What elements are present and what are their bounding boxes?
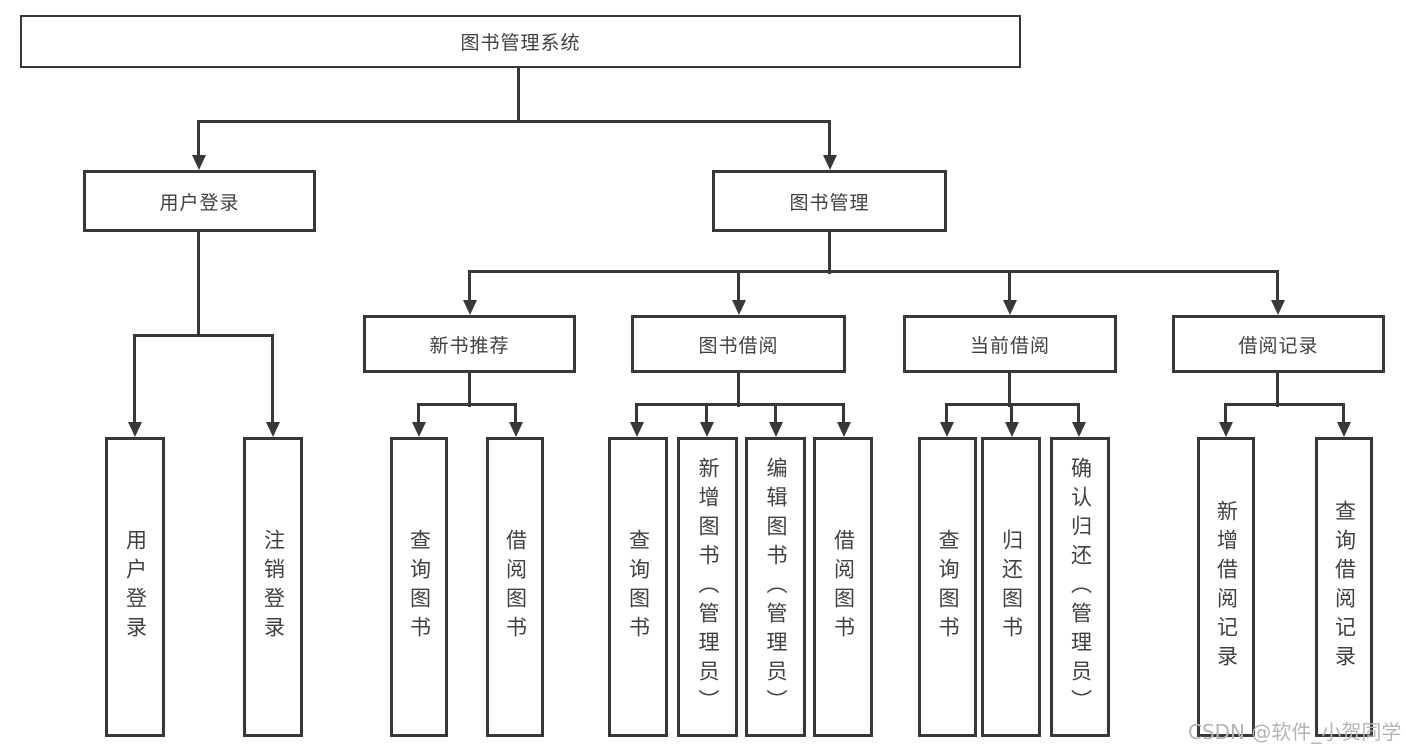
node-book-management: 图书管理 bbox=[712, 170, 947, 232]
connector-newbook-bus bbox=[417, 403, 517, 406]
arrow-down-icon bbox=[509, 422, 523, 437]
arrow-down-icon bbox=[266, 422, 280, 437]
leaf-user-login: 用户登录 bbox=[105, 437, 165, 737]
connector-root-drop-left bbox=[197, 120, 200, 158]
leaf-nb-borrow-books-label: 借阅图书 bbox=[503, 529, 528, 645]
arrow-down-icon bbox=[700, 422, 714, 437]
connector-userlogin-drop-2 bbox=[271, 334, 274, 424]
node-new-book-recommend: 新书推荐 bbox=[363, 315, 576, 373]
arrow-down-icon bbox=[630, 422, 644, 437]
connector-currentborrow-drop-2 bbox=[1010, 403, 1013, 425]
leaf-logout: 注销登录 bbox=[243, 437, 303, 737]
node-current-borrow: 当前借阅 bbox=[903, 315, 1117, 373]
arrow-down-icon bbox=[128, 422, 142, 437]
connector-bookmgmt-drop-3 bbox=[1008, 270, 1011, 302]
connector-bookmgmt-stem bbox=[828, 230, 831, 274]
leaf-br-add-record: 新增借阅记录 bbox=[1197, 437, 1255, 737]
leaf-cb-return-books-label: 归还图书 bbox=[999, 529, 1024, 645]
connector-records-drop-2 bbox=[1342, 403, 1345, 425]
arrow-down-icon bbox=[1219, 422, 1233, 437]
leaf-bb-borrow-books-label: 借阅图书 bbox=[831, 529, 856, 645]
arrow-down-icon bbox=[837, 422, 851, 437]
connector-records-bus bbox=[1224, 403, 1345, 406]
leaf-bb-edit-books-admin-label: 编辑图书（管理员） bbox=[764, 456, 788, 718]
leaf-logout-label: 注销登录 bbox=[261, 529, 286, 645]
leaf-br-add-record-label: 新增借阅记录 bbox=[1214, 500, 1239, 674]
arrow-down-icon bbox=[823, 155, 837, 170]
arrow-down-icon bbox=[1271, 300, 1285, 315]
leaf-bb-edit-books-admin: 编辑图书（管理员） bbox=[745, 437, 806, 737]
leaf-cb-query-books-label: 查询图书 bbox=[936, 529, 960, 645]
arrow-down-icon bbox=[732, 300, 746, 315]
connector-root-drop-right bbox=[828, 120, 831, 158]
arrow-down-icon bbox=[463, 300, 477, 315]
connector-bookmgmt-drop-2 bbox=[737, 270, 740, 302]
node-new-book-recommend-label: 新书推荐 bbox=[429, 334, 510, 357]
connector-bookmgmt-drop-1 bbox=[468, 270, 471, 302]
connector-currentborrow-drop-3 bbox=[1077, 403, 1080, 425]
leaf-bb-borrow-books: 借阅图书 bbox=[813, 437, 873, 737]
connector-bookborrow-drop-4 bbox=[842, 403, 845, 425]
connector-userlogin-stem bbox=[197, 230, 200, 337]
node-borrow-records: 借阅记录 bbox=[1172, 315, 1385, 373]
arrow-down-icon bbox=[412, 422, 426, 437]
node-user-login: 用户登录 bbox=[83, 170, 316, 232]
arrow-down-icon bbox=[1005, 422, 1019, 437]
node-current-borrow-label: 当前借阅 bbox=[969, 334, 1050, 357]
connector-bookborrow-bus bbox=[635, 403, 845, 406]
leaf-nb-query-books-label: 查询图书 bbox=[407, 529, 432, 645]
leaf-bb-query-books: 查询图书 bbox=[608, 437, 668, 737]
leaf-user-login-label: 用户登录 bbox=[123, 529, 148, 645]
connector-records-drop-1 bbox=[1224, 403, 1227, 425]
connector-currentborrow-drop-1 bbox=[945, 403, 948, 425]
connector-bookborrow-stem bbox=[737, 371, 740, 407]
connector-userlogin-bus bbox=[133, 334, 274, 337]
arrow-down-icon bbox=[1072, 422, 1086, 437]
node-user-login-label: 用户登录 bbox=[159, 191, 240, 214]
leaf-nb-query-books: 查询图书 bbox=[390, 437, 448, 737]
watermark-text: CSDN @软件_小贺同学 bbox=[1188, 720, 1402, 744]
leaf-nb-borrow-books: 借阅图书 bbox=[486, 437, 544, 737]
arrow-down-icon bbox=[1337, 422, 1351, 437]
leaf-cb-confirm-return-admin-label: 确认归还（管理员） bbox=[1068, 456, 1093, 718]
connector-currentborrow-stem bbox=[1008, 371, 1011, 407]
node-borrow-records-label: 借阅记录 bbox=[1238, 334, 1319, 357]
node-root: 图书管理系统 bbox=[20, 15, 1021, 68]
arrow-down-icon bbox=[940, 422, 954, 437]
leaf-br-query-record: 查询借阅记录 bbox=[1315, 437, 1373, 737]
node-root-label: 图书管理系统 bbox=[460, 32, 581, 54]
leaf-cb-confirm-return-admin: 确认归还（管理员） bbox=[1050, 437, 1110, 737]
connector-newbook-drop-2 bbox=[514, 403, 517, 425]
arrow-down-icon bbox=[192, 155, 206, 170]
leaf-bb-add-books-admin-label: 新增图书（管理员） bbox=[696, 456, 720, 718]
leaf-cb-query-books: 查询图书 bbox=[918, 437, 977, 737]
leaf-bb-query-books-label: 查询图书 bbox=[626, 529, 651, 645]
arrow-down-icon bbox=[1003, 300, 1017, 315]
arrow-down-icon bbox=[769, 422, 783, 437]
connector-newbook-drop-1 bbox=[417, 403, 420, 425]
node-book-borrow-label: 图书借阅 bbox=[698, 334, 779, 357]
connector-records-stem bbox=[1276, 371, 1279, 407]
node-book-borrow: 图书借阅 bbox=[631, 315, 846, 373]
connector-newbook-stem bbox=[468, 371, 471, 407]
node-book-management-label: 图书管理 bbox=[789, 191, 870, 214]
connector-bookborrow-drop-1 bbox=[635, 403, 638, 425]
leaf-cb-return-books: 归还图书 bbox=[981, 437, 1041, 737]
connector-bookmgmt-bus bbox=[468, 270, 1279, 273]
connector-root-stem bbox=[517, 66, 520, 122]
connector-root-bus bbox=[197, 120, 831, 123]
connector-bookborrow-drop-3 bbox=[774, 403, 777, 425]
leaf-br-query-record-label: 查询借阅记录 bbox=[1332, 500, 1357, 674]
connector-bookborrow-drop-2 bbox=[705, 403, 708, 425]
connector-userlogin-drop-1 bbox=[133, 334, 136, 424]
leaf-bb-add-books-admin: 新增图书（管理员） bbox=[677, 437, 738, 737]
connector-bookmgmt-drop-4 bbox=[1276, 270, 1279, 302]
